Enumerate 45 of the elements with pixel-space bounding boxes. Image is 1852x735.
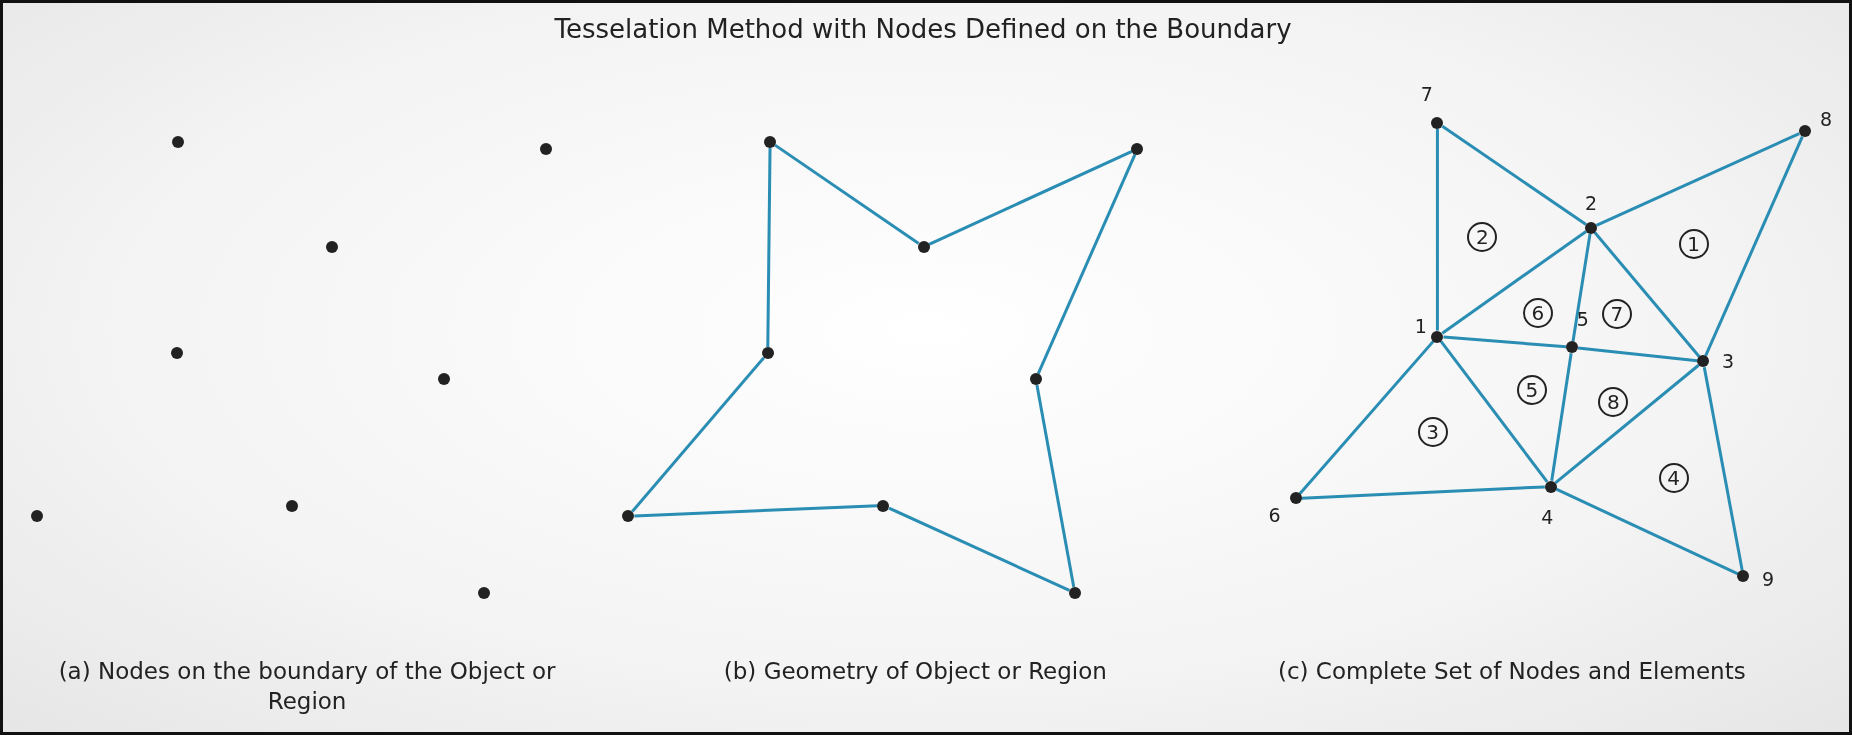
edge-line <box>1301 485 1545 500</box>
edge-line <box>1554 364 1700 484</box>
panel-caption: (a) Nodes on the boundary of the Object or Region <box>57 656 557 716</box>
panel-caption: (c) Complete Set of Nodes and Elements <box>1276 656 1747 686</box>
edge-line <box>1577 346 1698 363</box>
edge-line <box>634 504 878 518</box>
diagram-title: Tesselation Method with Nodes Defined on the Boundary <box>553 14 1293 44</box>
edge-line <box>1571 233 1592 342</box>
element-number: 2 <box>1467 222 1498 253</box>
element-number: 1 <box>1678 229 1709 260</box>
edge-line <box>1035 384 1076 588</box>
edge-line <box>888 506 1070 592</box>
node-number: 6 <box>1268 503 1281 526</box>
edge-line <box>774 143 920 245</box>
edge-line <box>766 147 772 348</box>
element-number: 8 <box>1598 386 1629 417</box>
edge-line <box>1441 230 1587 335</box>
element-number: 6 <box>1522 298 1553 328</box>
node-number: 2 <box>1584 192 1597 215</box>
element-number: 4 <box>1658 463 1689 494</box>
edge-line <box>1435 128 1439 331</box>
edge-line <box>1702 367 1744 571</box>
edge-line <box>1036 153 1137 375</box>
node-number: 8 <box>1819 108 1833 131</box>
element-number: 3 <box>1417 417 1448 448</box>
node-number: 7 <box>1420 83 1433 106</box>
edge-line <box>1555 487 1739 576</box>
element-number: 5 <box>1516 374 1547 405</box>
node-number: 9 <box>1762 567 1775 590</box>
edge-line <box>1593 231 1701 358</box>
edge-line <box>1439 340 1549 483</box>
edge-line <box>1443 335 1567 349</box>
edge-line <box>1595 132 1800 227</box>
edge-line <box>1441 125 1587 226</box>
node-number: 1 <box>1414 315 1427 337</box>
element-number: 7 <box>1601 299 1632 330</box>
node-number: 3 <box>1721 350 1734 373</box>
node-number: 5 <box>1576 307 1589 330</box>
edge-line <box>928 149 1133 246</box>
panel-caption: (b) Geometry of Object or Region <box>722 656 1108 686</box>
edge-line <box>1550 352 1573 481</box>
edge-line <box>1298 340 1435 495</box>
node-number: 4 <box>1541 506 1554 529</box>
edge-line <box>1704 136 1804 357</box>
edge-line <box>631 356 765 513</box>
